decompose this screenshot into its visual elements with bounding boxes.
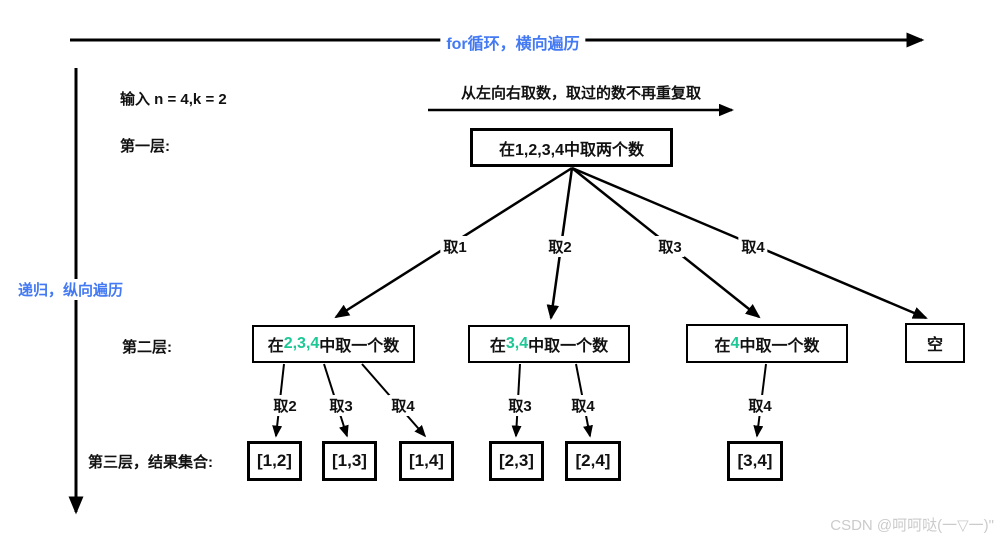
level1-caption: 第一层: <box>120 138 170 155</box>
node-text-suffix: 中取一个数 <box>739 337 820 355</box>
node-available-numbers: 3,4 <box>505 335 529 352</box>
node-text-prefix: 在 <box>714 337 731 355</box>
level2-caption: 第二层: <box>122 339 172 356</box>
edge-label-take2: 取2 <box>545 236 575 257</box>
result-text: [1,3] <box>332 451 367 470</box>
edge-label-take1: 取1 <box>440 236 470 257</box>
input-params-label: 输入 n = 4,k = 2 <box>120 91 227 108</box>
level3-caption: 第三层，结果集合: <box>88 454 213 471</box>
node-text-prefix: 在 <box>267 338 284 355</box>
edge-label-n1-take4: 取4 <box>388 395 418 416</box>
result-text: [1,4] <box>409 451 444 470</box>
edge-label-n2-take4: 取4 <box>568 395 598 416</box>
csdn-watermark: CSDN @呵呵哒(一▽一)" <box>830 517 994 534</box>
scan-direction-label: 从左向右取数，取过的数不再重复取 <box>460 85 702 102</box>
left-axis-label: 递归，纵向遍历 <box>12 279 130 300</box>
result-text: [1,2] <box>257 451 292 470</box>
tree-root-text: 在1,2,3,4中取两个数 <box>499 141 644 159</box>
result-node-12: [1,2] <box>247 441 302 481</box>
node-text-prefix: 在 <box>489 338 506 355</box>
top-axis-label: for循环，横向遍历 <box>440 30 586 54</box>
edge-label-n2-take3: 取3 <box>505 395 535 416</box>
result-node-13: [1,3] <box>322 441 377 481</box>
edge-label-take3: 取3 <box>655 236 685 257</box>
result-text: [2,4] <box>575 451 611 470</box>
result-node-14: [1,4] <box>399 441 454 481</box>
node-text-suffix: 中取一个数 <box>528 338 609 355</box>
node-available-numbers: 2,3,4 <box>283 335 320 352</box>
level2-node-empty: 空 <box>905 323 965 363</box>
result-node-23: [2,3] <box>489 441 544 481</box>
result-node-34: [3,4] <box>727 441 783 481</box>
node-text: 空 <box>926 337 943 354</box>
edge-label-n1-take3: 取3 <box>326 395 356 416</box>
edge-label-take4: 取4 <box>738 236 768 257</box>
node-available-numbers: 4 <box>730 334 740 352</box>
tree-root-node: 在1,2,3,4中取两个数 <box>470 128 673 167</box>
result-text: [2,3] <box>499 451 534 470</box>
result-text: [3,4] <box>737 451 773 470</box>
edge-label-n3-take4: 取4 <box>745 395 775 416</box>
edge-label-n1-take2: 取2 <box>270 395 300 416</box>
result-node-24: [2,4] <box>565 441 621 481</box>
node-text-suffix: 中取一个数 <box>319 338 400 355</box>
